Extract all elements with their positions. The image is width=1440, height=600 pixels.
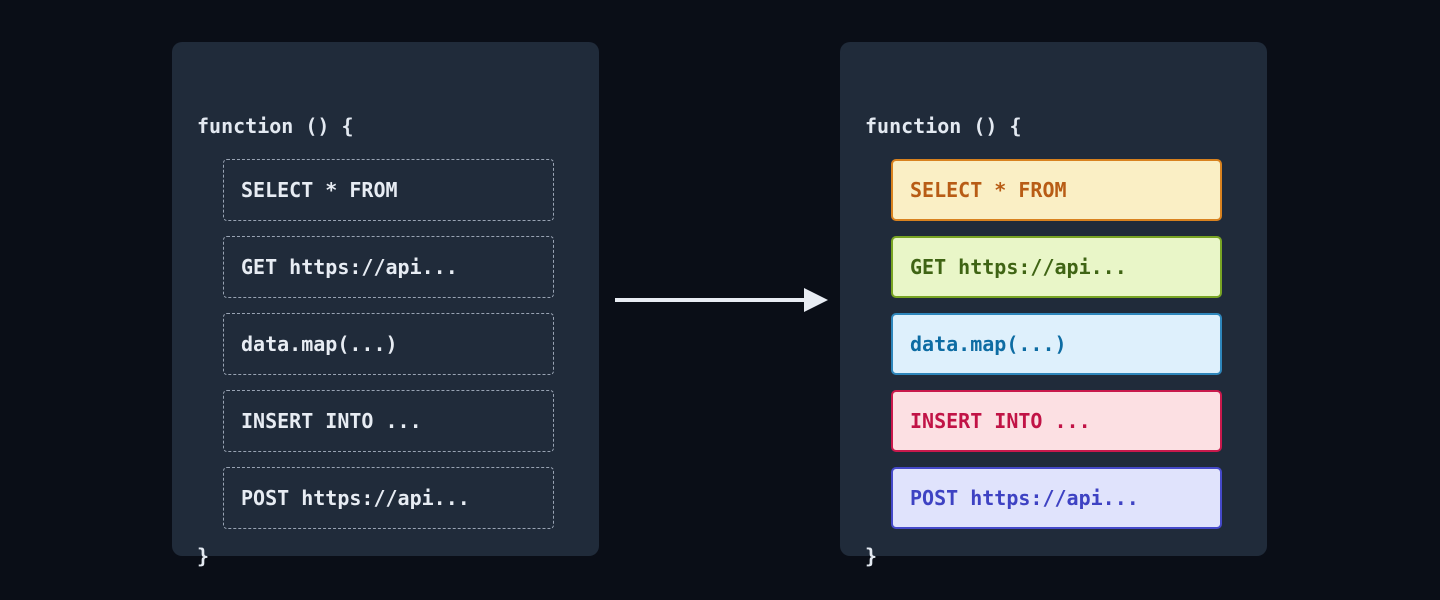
dashed-slot-insert: INSERT INTO ... bbox=[223, 390, 554, 452]
arrow-right-icon bbox=[615, 288, 828, 312]
slot-list-after: SELECT * FROM GET https://api... data.ma… bbox=[891, 159, 1222, 529]
colored-slot-post: POST https://api... bbox=[891, 467, 1222, 529]
dashed-slot-get: GET https://api... bbox=[223, 236, 554, 298]
dashed-slot-select: SELECT * FROM bbox=[223, 159, 554, 221]
code-panel-after: function () { SELECT * FROM GET https://… bbox=[840, 42, 1267, 568]
dashed-slot-map: data.map(...) bbox=[223, 313, 554, 375]
colored-slot-select: SELECT * FROM bbox=[891, 159, 1222, 221]
function-header: function () { bbox=[197, 114, 354, 138]
function-header: function () { bbox=[865, 114, 1022, 138]
colored-slot-get: GET https://api... bbox=[891, 236, 1222, 298]
colored-slot-map: data.map(...) bbox=[891, 313, 1222, 375]
slot-list-before: SELECT * FROM GET https://api... data.ma… bbox=[223, 159, 554, 529]
function-footer: } bbox=[865, 544, 878, 568]
code-panel-before: function () { SELECT * FROM GET https://… bbox=[172, 42, 599, 568]
colored-slot-insert: INSERT INTO ... bbox=[891, 390, 1222, 452]
function-footer: } bbox=[197, 544, 210, 568]
dashed-slot-post: POST https://api... bbox=[223, 467, 554, 529]
